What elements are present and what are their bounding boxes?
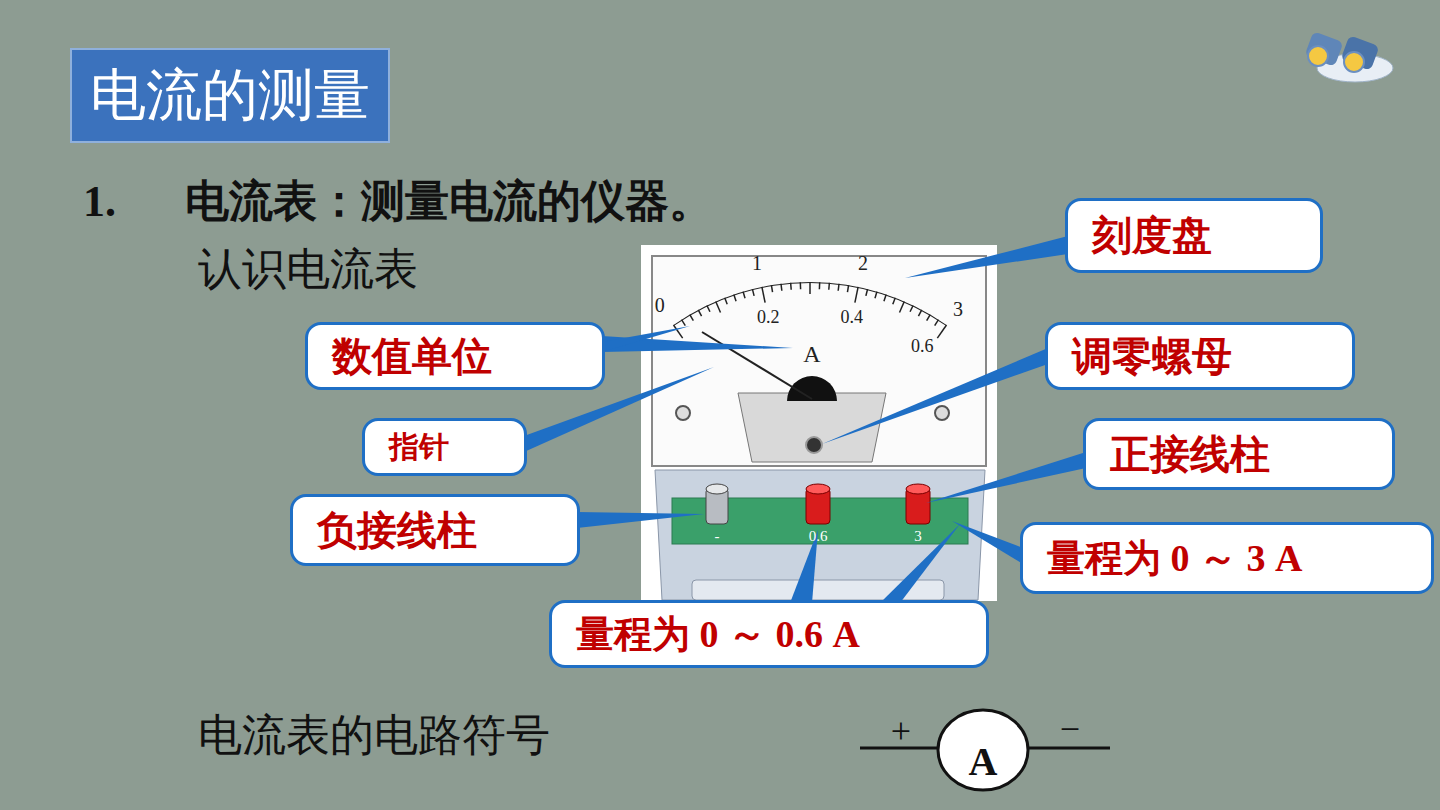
callout-box: 调零螺母: [1045, 322, 1355, 390]
callout-text: 调零螺母: [1072, 329, 1232, 384]
callout-box: 正接线柱: [1083, 418, 1395, 490]
callout-text: 量程为 0 ～ 0.6 A: [576, 609, 860, 660]
scale-tick: [875, 292, 877, 299]
callout-box: 指针: [362, 418, 527, 476]
scale-tick: [884, 295, 886, 302]
callout-box: 量程为 0 ～ 0.6 A: [549, 600, 989, 668]
scale-number: 1: [752, 252, 762, 274]
scale-tick: [690, 315, 694, 321]
unit-symbol: A: [803, 341, 820, 367]
callout-box: 量程为 0 ～ 3 A: [1020, 522, 1434, 594]
scale-tick: [725, 298, 728, 305]
scale-number: 0.4: [840, 308, 863, 328]
terminal-label: 0.6: [809, 528, 828, 545]
scale-number: 0: [655, 294, 665, 316]
callout-text: 刻度盘: [1092, 208, 1212, 263]
terminal-label: -: [715, 528, 720, 545]
callout-box: 刻度盘: [1065, 198, 1323, 273]
scale-number: 0.2: [757, 308, 780, 328]
callout-box: 数值单位: [305, 322, 605, 390]
caption-text: 电流表的电路符号: [198, 712, 550, 760]
ammeter-symbol: [860, 710, 1110, 790]
ammeter-letter: A: [969, 740, 998, 784]
binoculars-icon: [1305, 31, 1393, 82]
scale-tick: [935, 320, 939, 326]
scale-tick: [752, 289, 754, 296]
subheading: 认识电流表: [198, 246, 418, 294]
scale-tick: [866, 289, 868, 296]
scale-tick: [716, 301, 721, 312]
scale-tick: [855, 287, 858, 303]
polarity-sign: −: [1060, 710, 1080, 750]
scale-tick: [682, 320, 686, 326]
scale-tick: [927, 315, 931, 321]
scale-tick: [707, 305, 710, 311]
slide-title: 电流的测量: [70, 48, 390, 143]
scale-tick: [743, 292, 745, 299]
callout-text: 量程为 0 ～ 3 A: [1047, 533, 1302, 584]
scale-tick: [809, 282, 811, 294]
scale-tick: [762, 287, 765, 303]
ammeter: [641, 245, 997, 601]
scale-number: 3: [953, 298, 963, 320]
callout-text: 数值单位: [332, 329, 492, 384]
scale-tick: [918, 310, 921, 316]
callout-text: 负接线柱: [317, 503, 477, 558]
polarity-sign: +: [891, 712, 911, 752]
scale-tick: [900, 301, 905, 312]
terminal-label: 3: [914, 528, 922, 545]
scale-tick: [910, 305, 913, 311]
callout-text: 指针: [389, 427, 449, 468]
scale-tick: [771, 285, 772, 292]
callout-text: 正接线柱: [1110, 427, 1270, 482]
scale-tick: [800, 282, 802, 289]
callout-box: 负接线柱: [290, 494, 580, 566]
scale-tick: [698, 310, 701, 316]
scale-number: 0.6: [911, 337, 934, 357]
heading-text: 电流表：测量电流的仪器。: [185, 178, 713, 226]
scale-tick: [790, 283, 792, 290]
scale-tick: [734, 295, 736, 302]
scale-tick: [847, 285, 848, 292]
leader-lines: [524, 236, 1086, 603]
scale-tick: [893, 298, 896, 305]
scale-tick: [819, 282, 821, 289]
scale-tick: [937, 325, 946, 338]
item-number: 1.: [83, 178, 116, 226]
scale-tick: [673, 325, 682, 338]
scale-number: 2: [858, 252, 868, 274]
scale-arc: [673, 282, 946, 326]
scale-tick: [828, 283, 830, 290]
